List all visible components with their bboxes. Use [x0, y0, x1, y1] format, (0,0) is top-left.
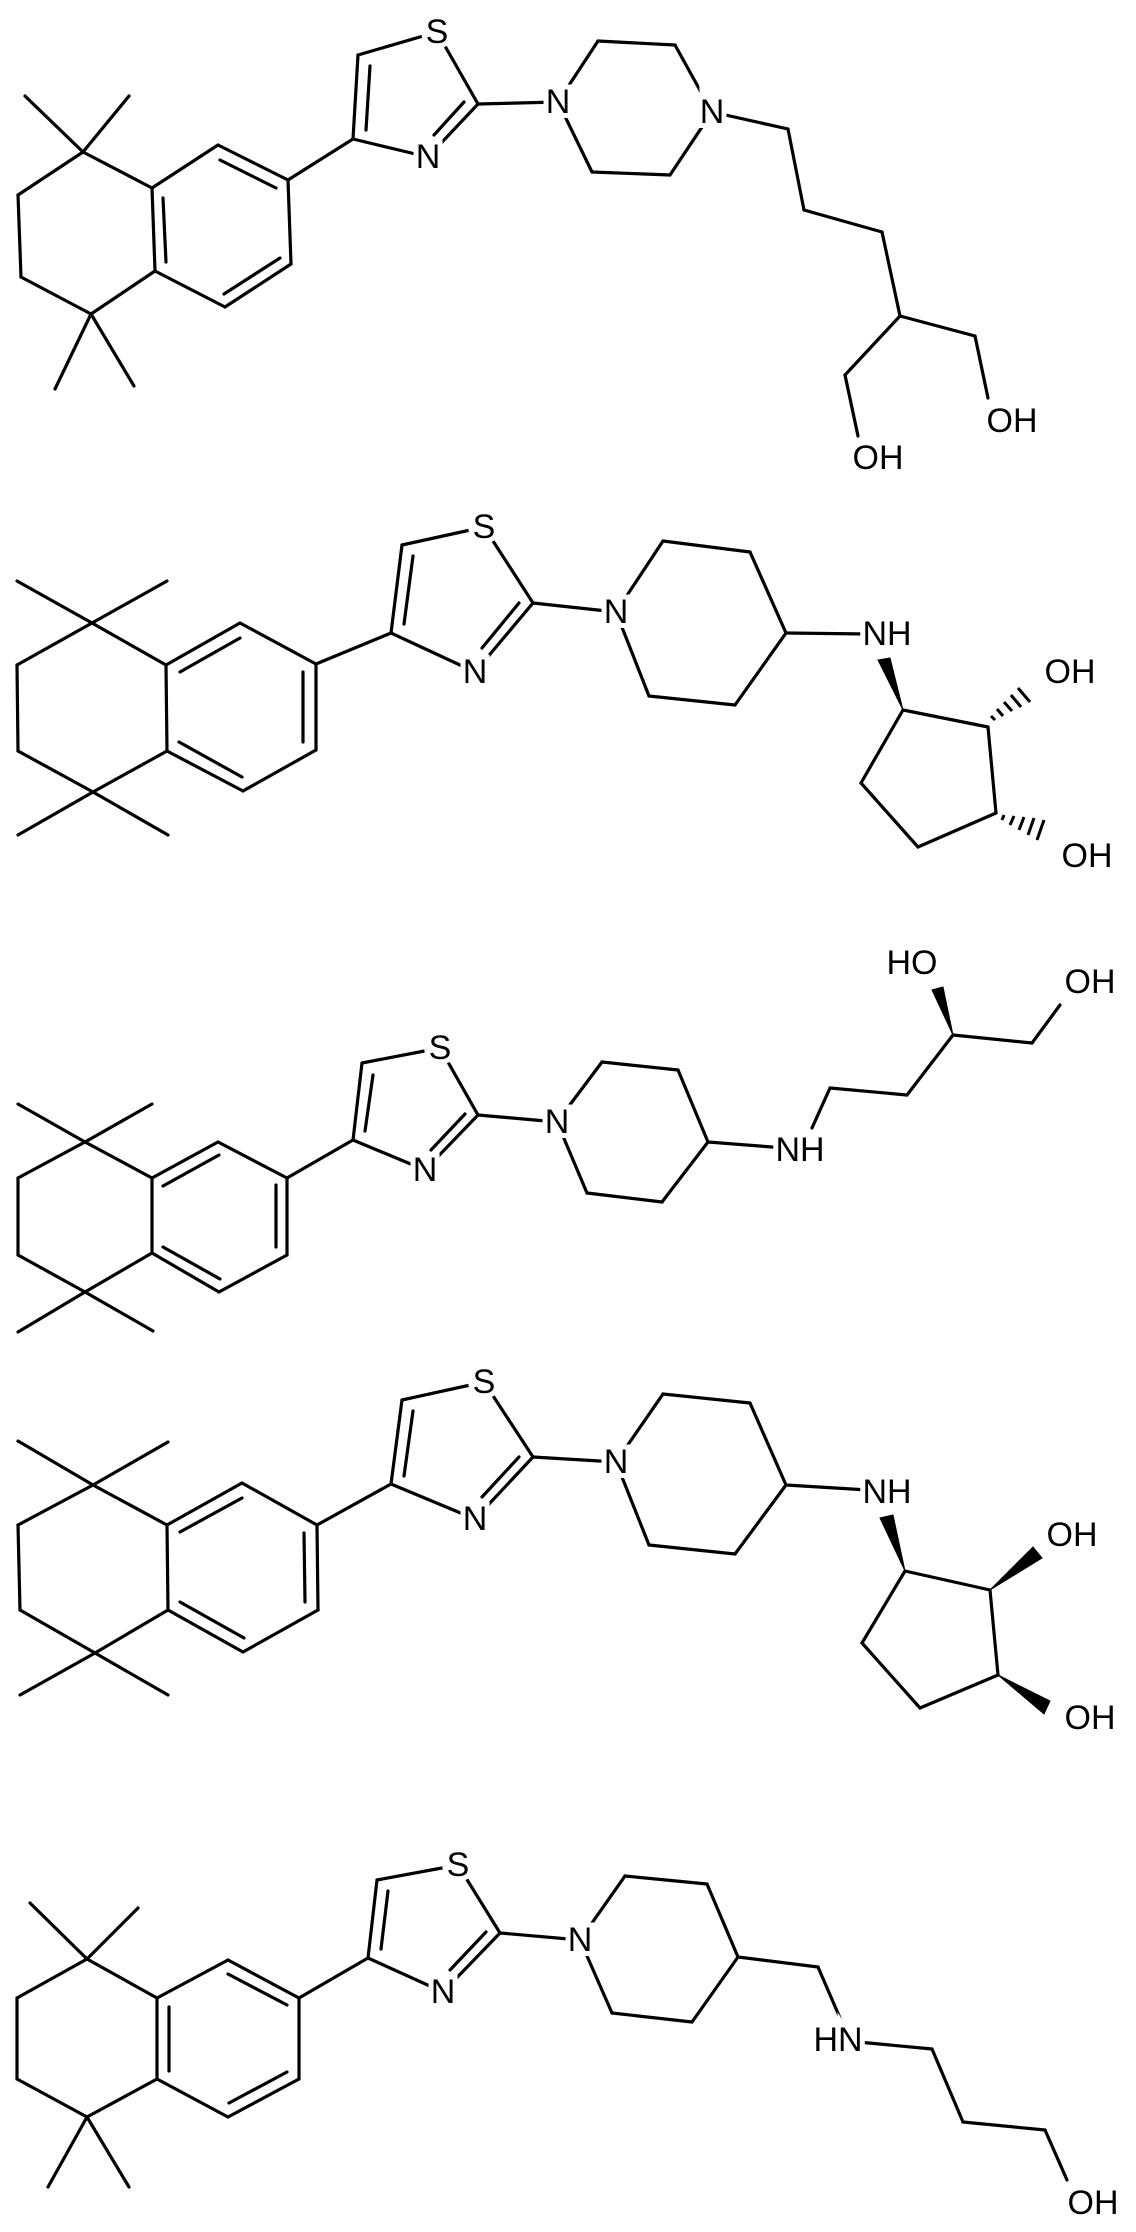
- atom-label-hn: HN: [813, 2021, 862, 2059]
- atom-labels: S N N N OH OH S N N NH OH OH S N N NH HO…: [408, 8, 1124, 2227]
- molecule-5: [15, 1863, 1069, 2189]
- diol-chain-1: [710, 110, 990, 438]
- piperazine-1: [556, 39, 714, 177]
- atom-label-n: N: [416, 138, 441, 176]
- cyclopentanediol-2: [859, 657, 1046, 849]
- thiazole-4: [315, 1380, 618, 1527]
- atom-label-oh: OH: [1065, 963, 1116, 1001]
- atom-label-oh: OH: [1068, 2184, 1119, 2222]
- atom-label-s: S: [447, 1846, 470, 1884]
- atom-label-n: N: [431, 1973, 456, 2011]
- butanediol-chain-3: [810, 986, 1062, 1130]
- tetramethyltetralin-3: [16, 1102, 289, 1334]
- atom-label-n: N: [463, 1500, 488, 1538]
- piperidine-5: [578, 1874, 842, 2024]
- atom-label-s: S: [473, 1363, 496, 1401]
- atom-label-oh: OH: [1045, 653, 1096, 691]
- atom-label-n: N: [545, 1103, 570, 1141]
- atom-label-n: N: [568, 1921, 593, 1959]
- piperidine-3: [555, 1060, 787, 1204]
- hash-bond-oh-upper: [989, 687, 1032, 722]
- tetramethyltetralin-2: [15, 579, 318, 837]
- molecule-3: [16, 986, 1062, 1334]
- atom-label-n: N: [546, 83, 571, 121]
- atom-label-ho: HO: [887, 944, 938, 982]
- tetramethyltetralin-1: [16, 94, 293, 391]
- atom-label-oh: OH: [987, 402, 1038, 440]
- atom-label-nh: NH: [775, 1131, 824, 1169]
- piperidine-4: [614, 1392, 870, 1556]
- atom-label-s: S: [473, 508, 496, 546]
- thiazole-3: [285, 1046, 559, 1180]
- atom-label-n: N: [700, 93, 725, 131]
- atom-label-n: N: [604, 1443, 629, 1481]
- atom-label-oh: OH: [1047, 1516, 1098, 1554]
- molecule-4: [16, 1380, 1051, 1715]
- atom-label-oh: OH: [1062, 837, 1113, 875]
- piperidine-2: [614, 539, 870, 707]
- propanol-chain-5: [856, 2040, 1069, 2182]
- thiazole-1: [286, 30, 560, 182]
- atom-label-oh: OH: [853, 439, 904, 477]
- cyclopentanediol-4: [860, 1514, 1051, 1715]
- tetramethyltetralin-5: [15, 1901, 301, 2189]
- atom-label-s: S: [426, 13, 449, 51]
- atom-label-s: S: [429, 1029, 452, 1067]
- atom-label-nh: NH: [862, 1473, 911, 1511]
- atom-label-n: N: [413, 1151, 438, 1189]
- hash-bond-oh-lower: [1000, 814, 1046, 841]
- atom-label-oh: OH: [1065, 1699, 1116, 1737]
- atom-label-nh: NH: [862, 615, 911, 653]
- molecule-1: [16, 30, 990, 438]
- atom-label-n: N: [604, 593, 629, 631]
- tetramethyltetralin-4: [16, 1439, 320, 1697]
- molecule-2: [15, 525, 1046, 849]
- atom-label-n: N: [463, 653, 488, 691]
- thiazole-2: [314, 525, 618, 674]
- thiazole-5: [297, 1863, 582, 2000]
